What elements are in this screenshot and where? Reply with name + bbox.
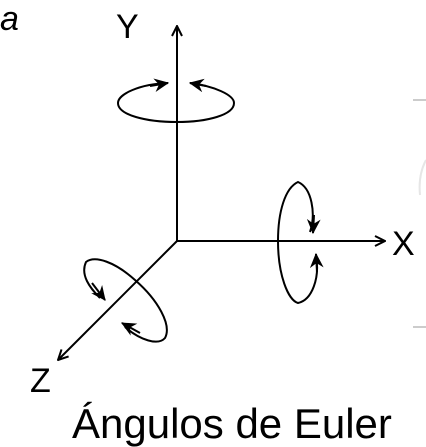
x-rotation-loop [276,180,324,305]
y-rotation-loop [116,78,236,124]
figure-caption: Ángulos de Euler [72,400,392,447]
z-rotation-loop [83,258,168,343]
z-axis-label: Z [30,362,51,400]
corner-label: a [0,0,19,38]
z-axis [58,240,178,360]
y-axis-label: Y [116,8,139,46]
edge-mark-curve [418,159,426,196]
x-axis-label: X [392,225,415,263]
